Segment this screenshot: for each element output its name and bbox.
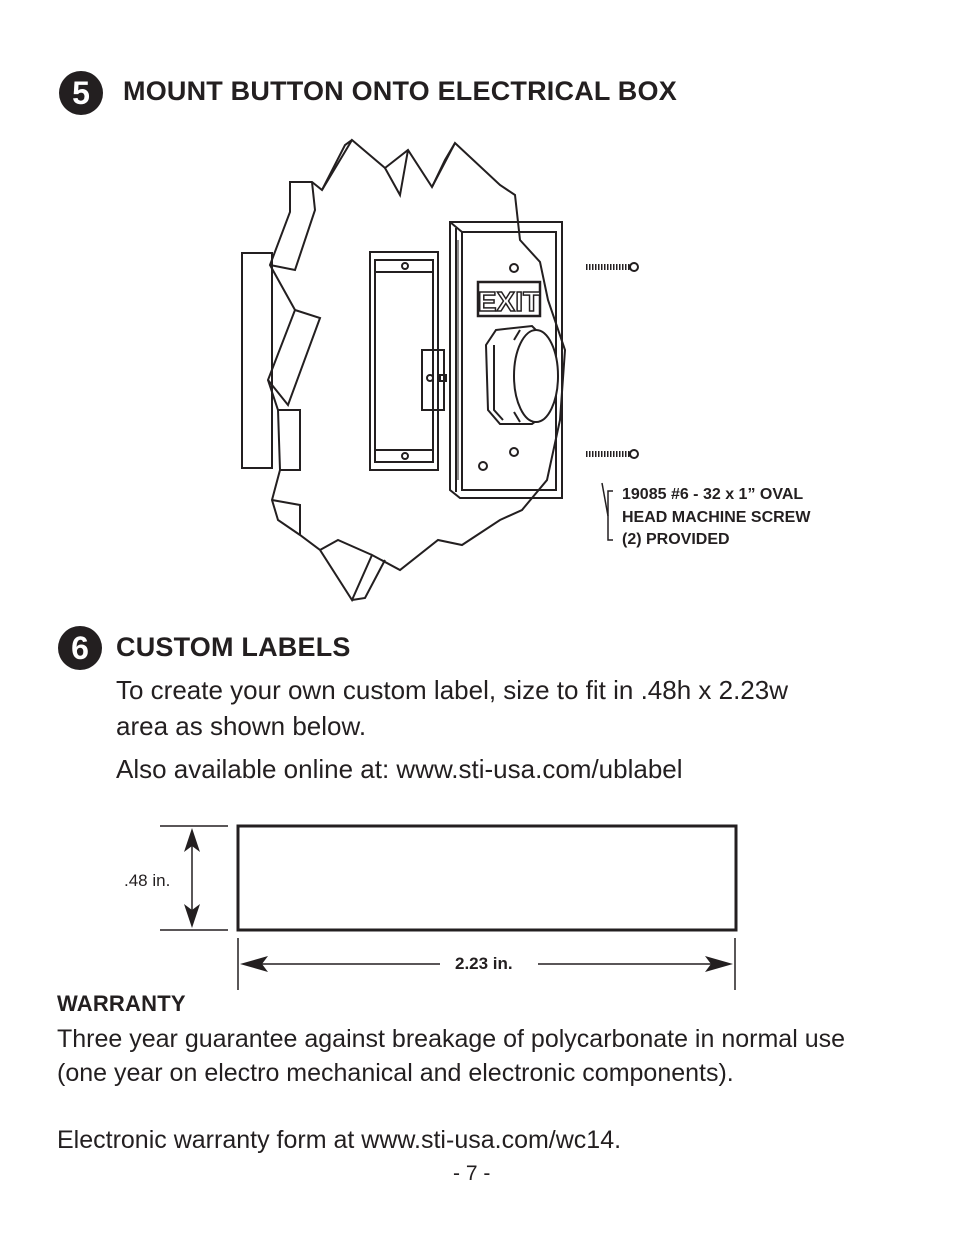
label-area-box: [236, 824, 738, 932]
wall-edge: [269, 181, 317, 272]
arrow-right: [705, 956, 733, 972]
screw-callout: 19085 #6 - 32 x 1” OVAL HEAD MACHINE SCR…: [622, 484, 810, 552]
step-6-body-line-3: Also available online at: www.sti-usa.co…: [116, 754, 683, 784]
plate-mounting-hole: [509, 263, 519, 273]
step-6-badge: 6: [58, 626, 102, 670]
wall-edge: [431, 142, 456, 188]
arrow-up: [184, 828, 200, 852]
screw-callout-line-1: 19085 #6 - 32 x 1” OVAL: [622, 486, 804, 503]
screw-callout-bracket: [607, 490, 613, 541]
back-panel: [241, 252, 273, 469]
electrical-box-inner: [374, 259, 434, 463]
height-dimension-label: .48 in.: [124, 871, 171, 890]
warranty-title: WARRANTY: [57, 991, 186, 1016]
cover-plate: [449, 221, 563, 499]
arrow-down: [184, 904, 200, 928]
warranty-line-1: Three year guarantee against breakage of…: [57, 1025, 846, 1053]
cover-plate-inner: [461, 231, 557, 491]
step-6-body-line-2: area as shown below.: [116, 711, 367, 741]
arrow-left: [240, 956, 268, 972]
exit-sign-box: [476, 280, 542, 318]
box-screw-hole: [401, 452, 409, 460]
wall-edge: [321, 139, 353, 191]
screw-callout-line-3: (2) PROVIDED: [622, 531, 730, 548]
step-6-number: 6: [71, 629, 89, 666]
wall-edge: [384, 149, 409, 198]
wall-edge: [351, 559, 386, 601]
wall-edge: [271, 499, 301, 535]
machine-screw-top: [586, 262, 639, 272]
warranty-line-2: (one year on electro mechanical and elec…: [57, 1059, 734, 1087]
page-number: - 7 -: [453, 1162, 491, 1185]
plate-mounting-hole: [509, 447, 519, 457]
wall-edge: [278, 409, 301, 471]
step-6-body-line-1: To create your own custom label, size to…: [116, 675, 789, 705]
wall-cutout-outline: [266, 138, 567, 603]
wall-edge: [267, 309, 322, 408]
box-screw-hole: [401, 262, 409, 270]
machine-screw-bottom: [586, 449, 639, 459]
exit-sign-text: EXIT: [478, 286, 540, 317]
electrical-box: [369, 251, 439, 471]
push-button-cap: [513, 329, 559, 423]
step-5-title: MOUNT BUTTON ONTO ELECTRICAL BOX: [123, 76, 677, 106]
mounting-illustration: EXIT: [241, 138, 639, 603]
wall-edge: [319, 538, 373, 556]
screw-callout-line-2: HEAD MACHINE SCREW: [622, 508, 811, 526]
width-dimension-label: 2.23 in.: [455, 954, 513, 973]
step-5-number: 5: [72, 74, 90, 111]
step-6-title: CUSTOM LABELS: [116, 632, 351, 662]
step-5-badge: 5: [59, 71, 103, 115]
warranty-line-3: Electronic warranty form at www.sti-usa.…: [57, 1126, 622, 1154]
